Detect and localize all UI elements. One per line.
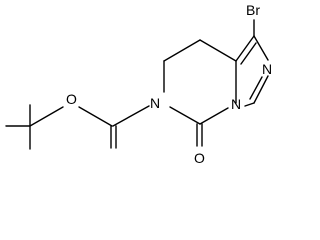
bond-o-to-carbamate-c (78, 106, 113, 127)
atom-label-br: Br (246, 2, 260, 18)
bond-ch2-to-fused-c (199, 39, 237, 62)
bond-fused-c-to-cbr-double (240, 42, 257, 65)
atom-label-bridgehead-n: N (231, 96, 241, 112)
bond-ch-to-bridgehead (244, 102, 255, 107)
bond-imidazole-n-to-ch (253, 75, 269, 104)
bond-imidazole-n-to-ch-double (249, 76, 263, 100)
bond-carbamate-c-to-ring-n (112, 105, 150, 127)
bond-fused-c-to-cbr (235, 35, 255, 62)
bond-ring-n-to-ring-co (169, 106, 201, 125)
chemical-structure: Br O O N N N (5, 2, 272, 166)
atom-label-ester-o: O (66, 91, 77, 107)
atom-label-imidazole-n: N (262, 61, 272, 77)
bond-tbu-to-o (29, 106, 64, 127)
atom-label-carbonyl-o: O (194, 150, 205, 166)
atom-label-ring-n: N (150, 95, 160, 111)
bond-ring-co-to-bridgehead (199, 107, 229, 125)
bond-ch2-ch2 (163, 39, 201, 62)
bond-cbr-to-imidazole-n (253, 35, 269, 61)
